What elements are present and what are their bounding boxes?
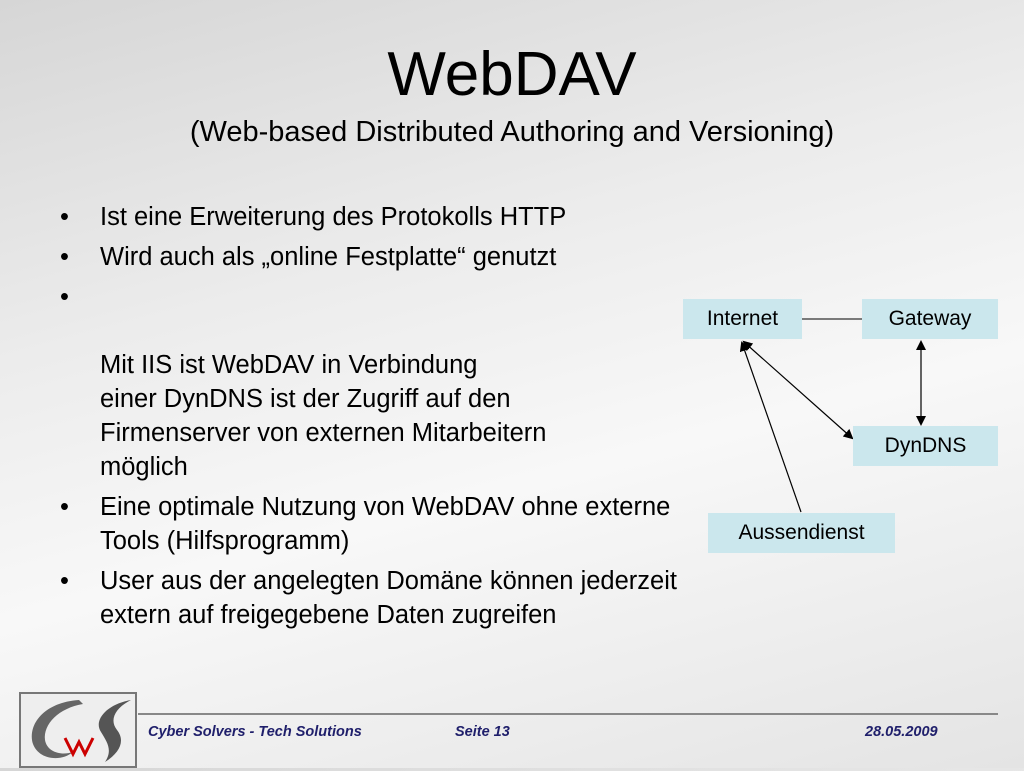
footer-divider [138, 713, 998, 715]
bullet-point-icon: • [60, 493, 69, 521]
bullet-point-icon: • [60, 567, 69, 595]
footer-company: Cyber Solvers - Tech Solutions [148, 724, 362, 740]
bullet-item: • Ist eine Erweiterung des Protokolls HT… [56, 200, 696, 234]
slide-title: WebDAV [387, 40, 637, 109]
bullet-text: Mit IIS ist WebDAV in Verbindung einer D… [100, 351, 547, 481]
cyber-solvers-logo-icon [19, 692, 137, 768]
bullet-text: Wird auch als „online Festplatte“ genutz… [100, 243, 557, 271]
bullet-text: User aus der angelegten Domäne können je… [100, 567, 677, 629]
arrow-aussendienst-internet [739, 341, 802, 513]
bullet-item: • Eine optimale Nutzung von WebDAV ohne … [56, 490, 696, 558]
node-aussendienst: Aussendienst [708, 513, 895, 553]
node-internet: Internet [683, 299, 802, 339]
slide-subtitle: (Web-based Distributed Authoring and Ver… [189, 116, 835, 148]
node-dyndns: DynDNS [853, 426, 998, 466]
bullet-point-icon: • [60, 283, 69, 311]
bullet-list: • Ist eine Erweiterung des Protokolls HT… [56, 200, 696, 638]
bullet-item: • Mit IIS ist WebDAV in Verbindung einer… [56, 280, 640, 484]
bullet-text: Ist eine Erweiterung des Protokolls HTTP [100, 203, 567, 231]
bullet-point-icon: • [60, 243, 69, 271]
footer-page-number: Seite 13 [455, 724, 510, 740]
arrow-internet-dyndns [742, 340, 854, 440]
node-gateway: Gateway [862, 299, 998, 339]
footer-date: 28.05.2009 [865, 724, 938, 740]
bullet-item: • User aus der angelegten Domäne können … [56, 564, 700, 632]
bullet-point-icon: • [60, 203, 69, 231]
bullet-item: • Wird auch als „online Festplatte“ genu… [56, 240, 696, 274]
bullet-text: Eine optimale Nutzung von WebDAV ohne ex… [100, 493, 671, 555]
